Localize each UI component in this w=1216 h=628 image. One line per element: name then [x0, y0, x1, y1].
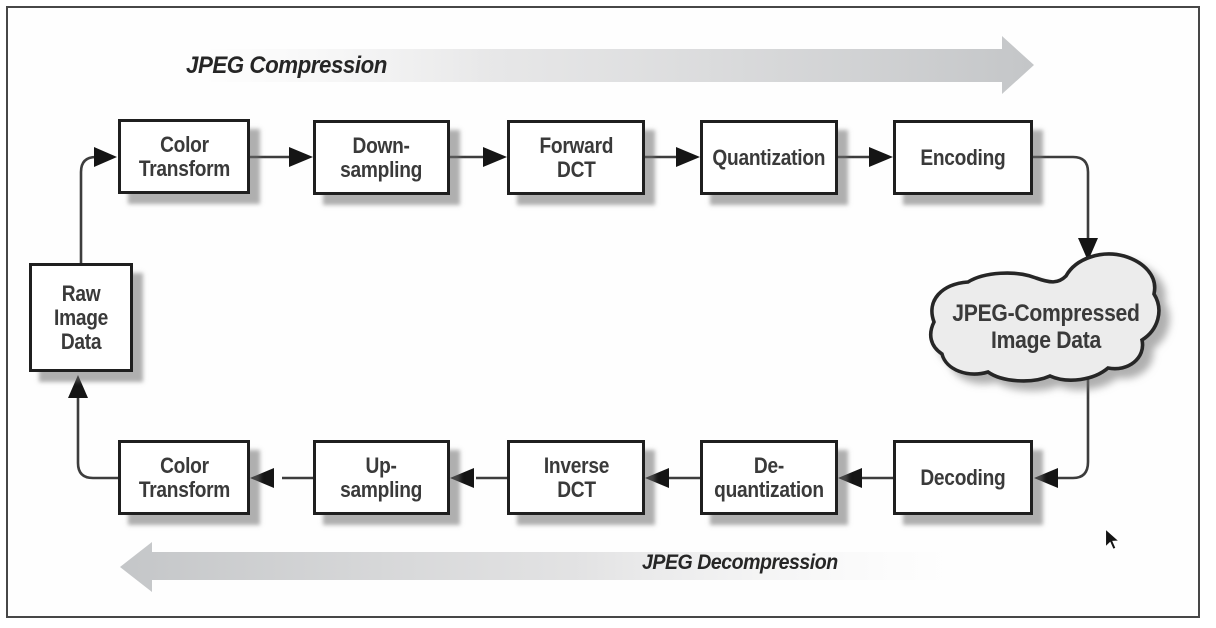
step-dequantization: De- quantization [700, 440, 838, 515]
step-decoding: Decoding [893, 440, 1033, 515]
compressed-image-data-label: JPEG-Compressed Image Data [952, 300, 1140, 354]
step-label: Color Transform [138, 131, 230, 181]
compression-flow-title: JPEG Compression [186, 52, 387, 79]
blob-outline [928, 252, 1161, 383]
compression-direction-arrow [195, 36, 1034, 94]
step-color-transform-bottom: Color Transform [118, 440, 250, 515]
step-label: Color Transform [138, 452, 230, 502]
step-label: Inverse DCT [543, 452, 609, 502]
decompression-flow-title: JPEG Decompression [642, 551, 838, 574]
step-label: De- quantization [714, 452, 824, 502]
step-downsampling: Down- sampling [313, 120, 450, 195]
step-encoding: Encoding [893, 120, 1033, 195]
mouse-cursor-icon [1104, 528, 1121, 551]
decompression-direction-arrow [120, 542, 960, 592]
step-inverse-dct: Inverse DCT [507, 440, 645, 515]
step-forward-dct: Forward DCT [507, 120, 645, 195]
step-label: Forward DCT [539, 132, 613, 182]
step-label: Decoding [920, 464, 1006, 490]
node-raw-image-data: Raw Image Data [29, 263, 133, 372]
step-label: Quantization [712, 144, 826, 170]
step-quantization: Quantization [700, 120, 838, 195]
raw-image-data-label: Raw Image Data [53, 280, 109, 354]
step-label: Encoding [920, 144, 1006, 170]
step-label: Down- sampling [340, 132, 423, 182]
step-upsampling: Up- sampling [313, 440, 450, 515]
connector-arrowheads [68, 147, 1098, 488]
step-label: Up- sampling [340, 452, 423, 502]
step-color-transform-top: Color Transform [118, 119, 250, 194]
